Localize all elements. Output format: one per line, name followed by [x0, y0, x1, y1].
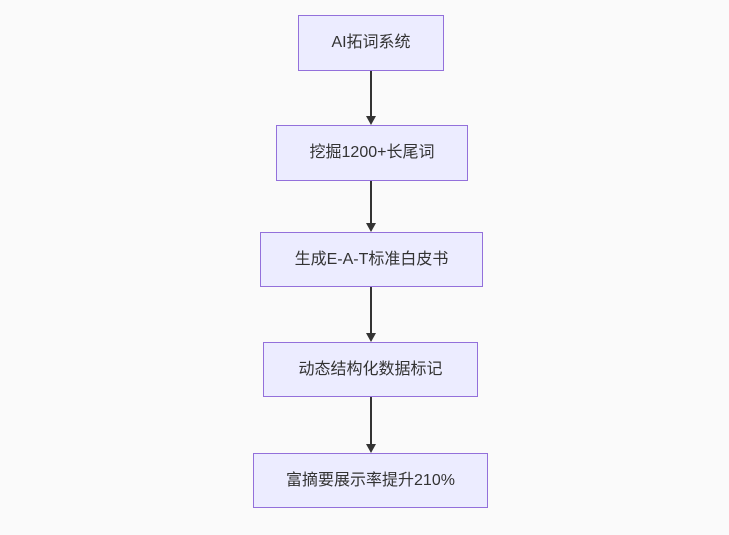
flow-node-structured-data-markup: 动态结构化数据标记	[263, 342, 478, 397]
arrow-shaft	[370, 71, 372, 118]
flow-arrow-3	[366, 287, 376, 342]
arrow-shaft	[370, 287, 372, 335]
flow-arrow-4	[366, 397, 376, 453]
arrow-shaft	[370, 397, 372, 446]
flow-node-label: 挖掘1200+长尾词	[309, 144, 435, 161]
flow-node-label: 富摘要展示率提升210%	[286, 471, 455, 489]
arrowhead-down-icon	[366, 116, 376, 125]
flow-node-label: 生成E-A-T标准白皮书	[294, 250, 449, 268]
flow-arrow-1	[366, 71, 376, 125]
flow-node-ai-keyword-system: AI拓词系统	[298, 15, 444, 71]
flow-node-label: AI拓词系统	[331, 34, 411, 51]
flow-node-label: 动态结构化数据标记	[298, 360, 443, 378]
arrowhead-down-icon	[366, 333, 376, 342]
arrowhead-down-icon	[366, 444, 376, 453]
flow-node-longtail-mining: 挖掘1200+长尾词	[276, 125, 468, 181]
arrow-shaft	[370, 181, 372, 225]
flow-arrow-2	[366, 181, 376, 232]
flow-node-eat-whitepaper: 生成E-A-T标准白皮书	[260, 232, 483, 287]
arrowhead-down-icon	[366, 223, 376, 232]
flow-node-rich-snippet-result: 富摘要展示率提升210%	[253, 453, 488, 508]
